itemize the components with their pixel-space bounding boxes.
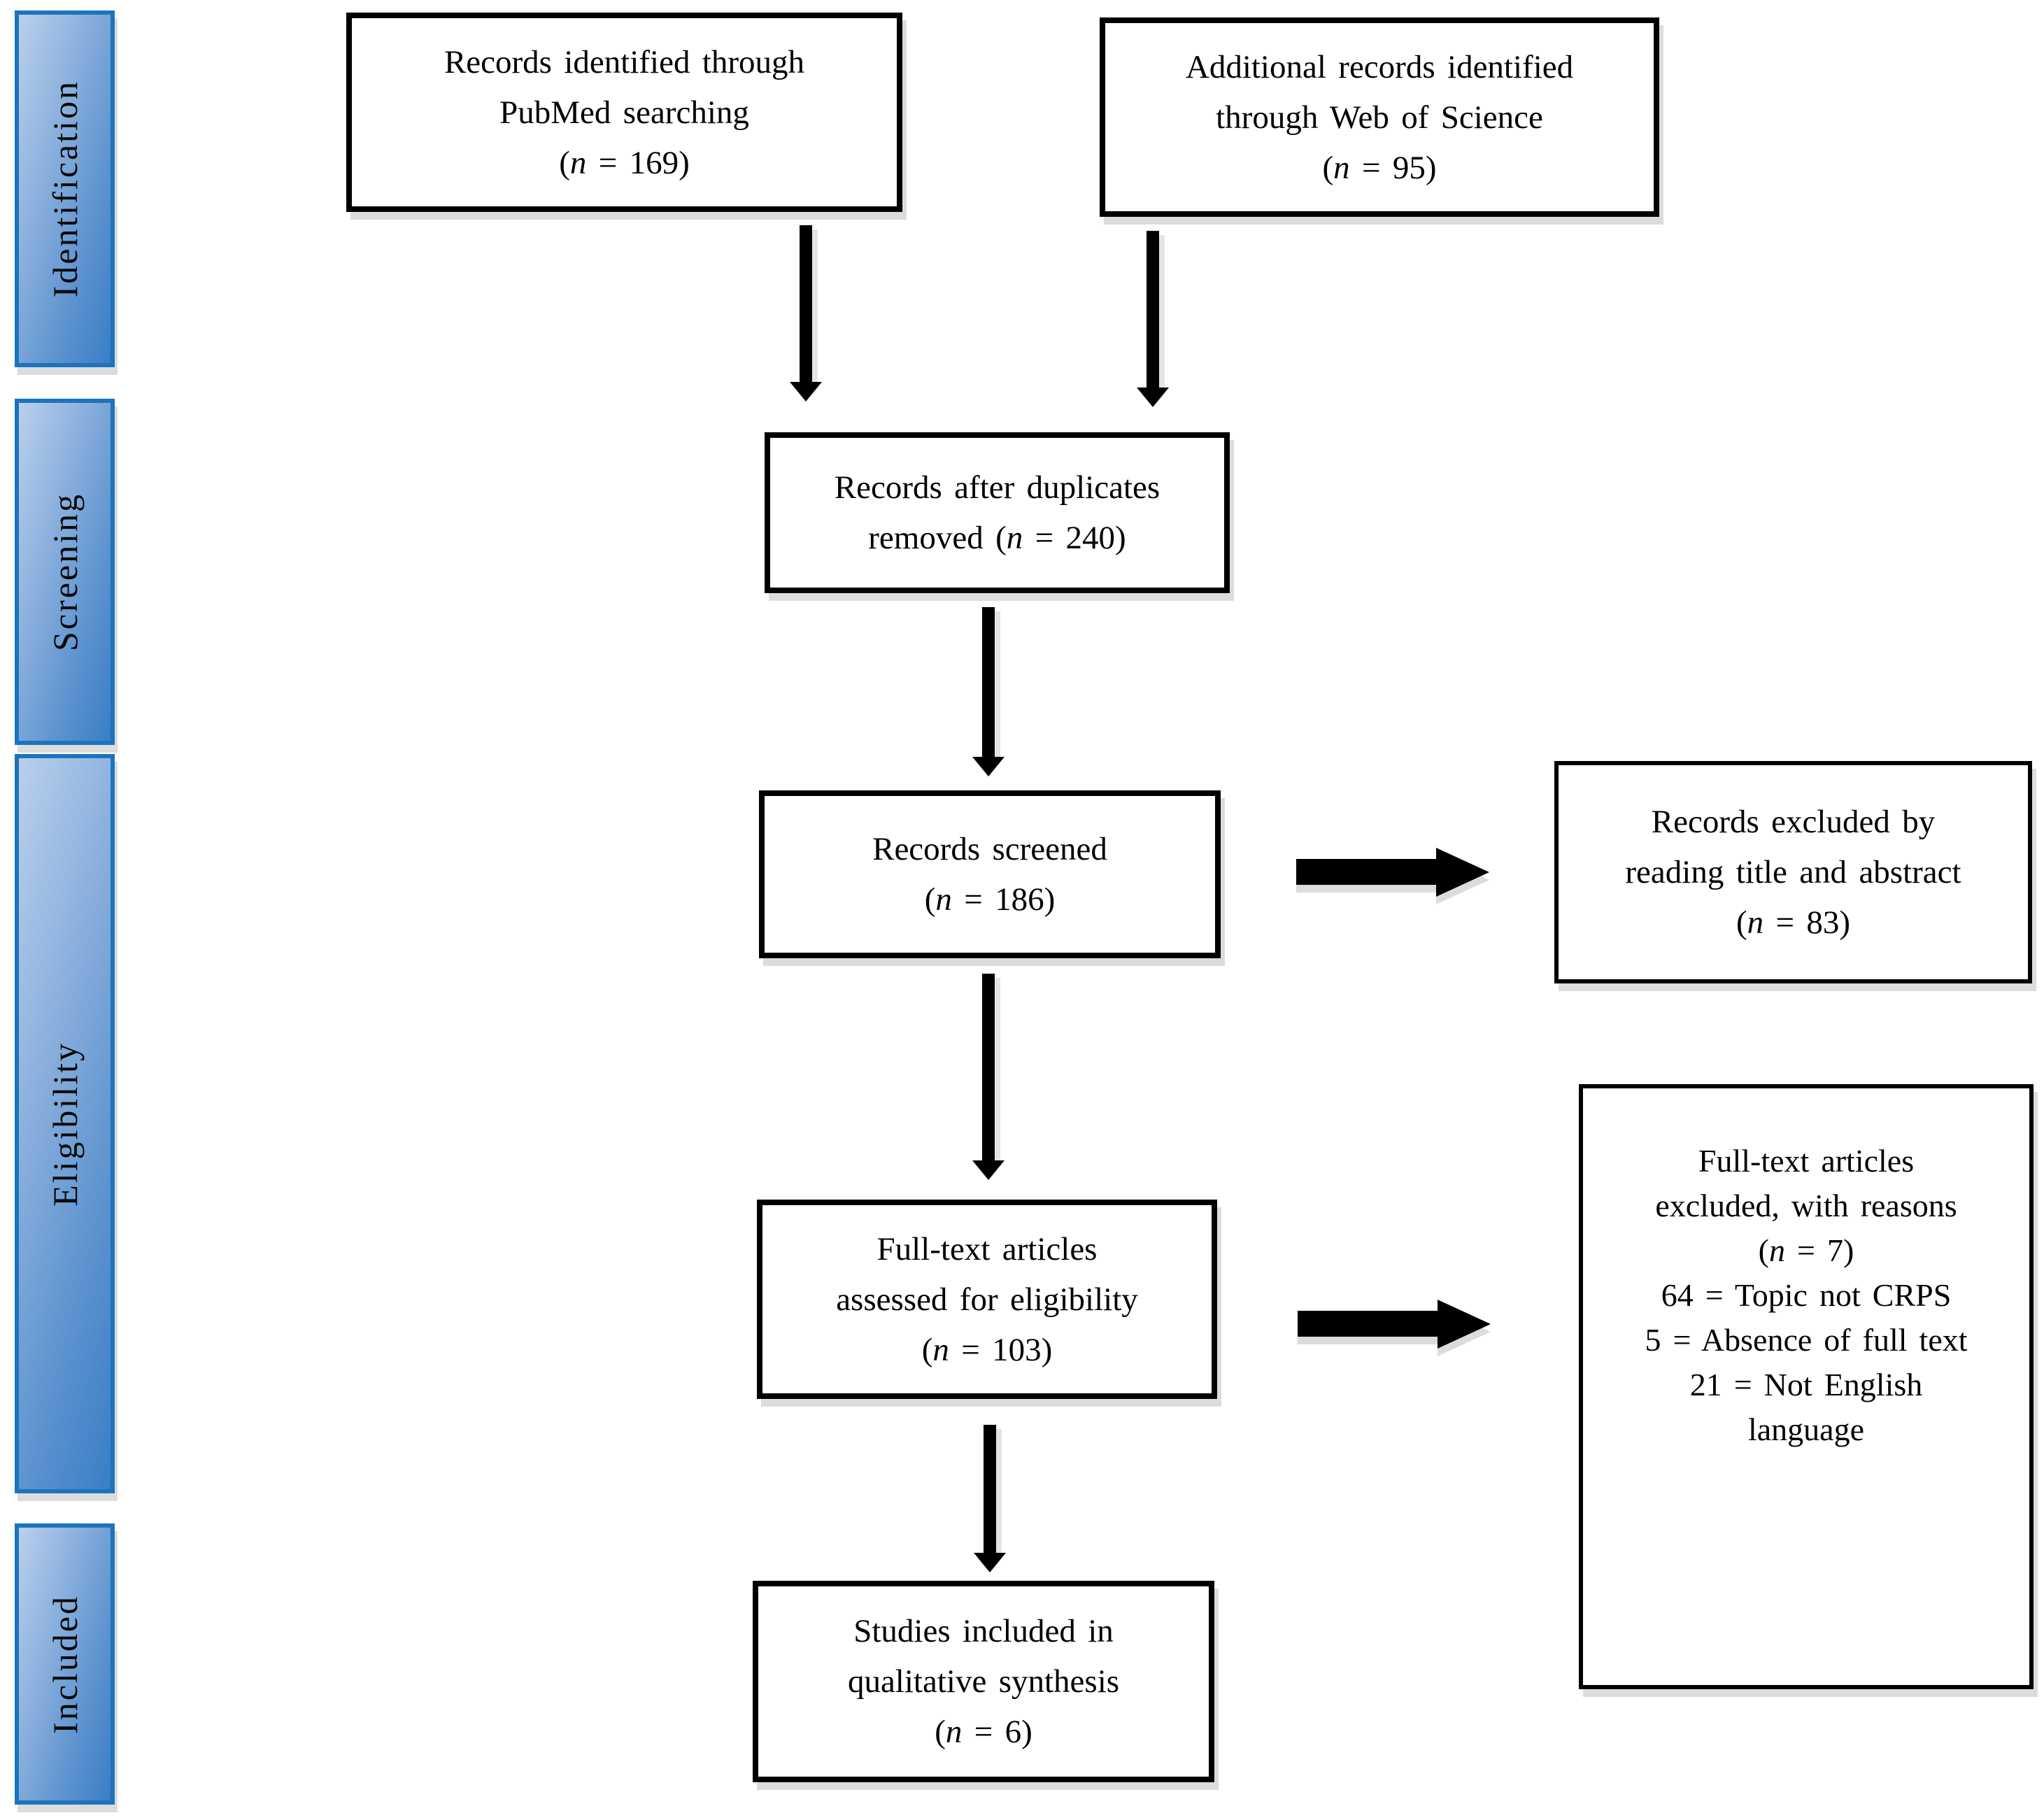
text-line: (n = 103) <box>921 1331 1053 1368</box>
flow-arrow-right-icon <box>1298 1299 1491 1356</box>
text-line: excluded, with reasons <box>1655 1188 1957 1223</box>
stage-label: Included <box>45 1594 85 1734</box>
text-line: (n = 7) <box>1758 1232 1854 1268</box>
text-line: (n = 83) <box>1736 904 1851 941</box>
stage-label: Eligibility <box>45 1041 85 1207</box>
box-studies-included: Studies included in qualitative synthesi… <box>753 1581 1214 1782</box>
box-records-screened: Records screened (n = 186) <box>759 790 1221 958</box>
flow-arrow-down-icon <box>800 225 812 383</box>
box-records-excluded: Records excluded by reading title and ab… <box>1554 761 2032 983</box>
text-line: Full-text articles <box>1698 1143 1915 1179</box>
text-line: PubMed searching <box>499 94 749 131</box>
flow-arrow-down-icon <box>984 1425 996 1554</box>
flow-arrow-down-icon <box>1147 231 1159 388</box>
text-line: (n = 95) <box>1322 149 1437 186</box>
stage-bar-included: Included <box>15 1523 115 1805</box>
text-line: (n = 186) <box>924 881 1056 918</box>
text-line: Additional records identified <box>1185 48 1574 85</box>
flow-arrow-right-icon <box>1296 847 1489 904</box>
box-records-identified-pubmed: Records identified through PubMed search… <box>346 13 902 212</box>
text-line: Records after duplicates <box>834 469 1161 506</box>
text-line: 64 = Topic not CRPS <box>1661 1277 1952 1313</box>
text-line: removed (n = 240) <box>868 520 1126 556</box>
flow-arrow-down-icon <box>982 607 995 758</box>
text-line: Records screened <box>872 831 1107 867</box>
text-line: language <box>1747 1412 1865 1447</box>
flow-arrow-down-icon <box>982 974 995 1161</box>
text-line: (n = 169) <box>559 144 690 181</box>
box-fulltext-assessed: Full-text articles assessed for eligibil… <box>757 1200 1217 1399</box>
box-records-after-duplicates: Records after duplicates removed (n = 24… <box>765 432 1230 593</box>
text-line: reading title and abstract <box>1625 854 1961 890</box>
text-line: Studies included in <box>853 1613 1114 1649</box>
stage-bar-screening: Screening <box>15 399 115 745</box>
stage-label: Screening <box>45 492 85 651</box>
text-line: 21 = Not English <box>1689 1367 1923 1402</box>
stage-bar-eligibility: Eligibility <box>15 754 115 1493</box>
text-line: qualitative synthesis <box>847 1663 1120 1700</box>
text-line: 5 = Absence of full text <box>1645 1322 1968 1358</box>
text-line: assessed for eligibility <box>836 1281 1138 1318</box>
box-records-identified-web-of-science: Additional records identified through We… <box>1100 17 1659 217</box>
text-line: Records identified through <box>443 43 805 80</box>
stage-bar-identification: Identification <box>15 10 115 367</box>
text-line: Full-text articles <box>876 1230 1098 1267</box>
stage-label: Identification <box>45 80 85 298</box>
text-line: (n = 6) <box>935 1714 1032 1750</box>
text-line: Records excluded by <box>1651 804 1936 840</box>
text-line: through Web of Science <box>1216 99 1543 136</box>
box-fulltext-excluded: Full-text articles excluded, with reason… <box>1579 1084 2034 1689</box>
